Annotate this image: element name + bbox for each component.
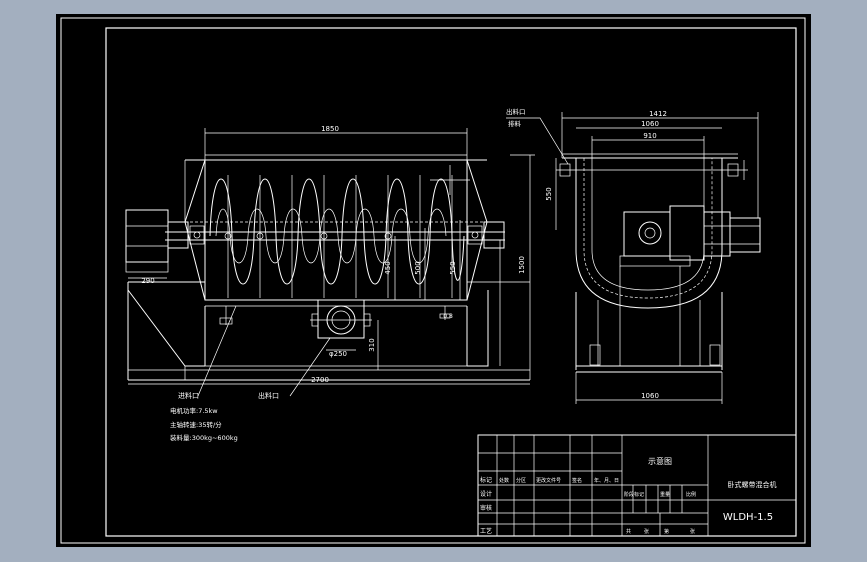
product-name: 卧式螺带混合机 [728,480,777,489]
inlet-label: 进料口 [178,391,199,400]
dim-2700: 2700 [311,376,329,384]
right-label-stage: 阶段标记 [624,491,644,498]
inner-border [105,27,797,537]
note-shaft-speed: 主轴转速:35转/分 [170,420,222,429]
dim-small: 0.8 [443,313,453,320]
note-load-capacity: 装料量:300kg~600kg [170,433,238,442]
callout-discharge: 排料 [508,119,522,128]
note-motor-power: 电机功率:7.5kw [170,406,218,415]
drawing-sheet [56,14,811,547]
mid-label-date: 年、月、日 [594,477,619,484]
mid-label-signature: 签名 [572,477,582,484]
outlet-label: 出料口 [258,391,279,400]
diagram-label: 示意图 [648,456,672,466]
front-view: 1850 290 2700 1500 450 500 550 310 φ250 … [125,125,535,442]
sheet-index-prefix: 第 [664,528,669,535]
title-block: 示意图 卧式螺带混合机 WLDH-1.5 标记 设计 审核 工艺 处数 分区 更… [477,434,797,537]
dim-1060-top: 1060 [641,120,659,128]
dim-1850: 1850 [321,125,339,133]
dim-450: 450 [384,261,392,274]
dim-500: 500 [414,261,422,274]
right-bearing [483,221,505,249]
sheet-total-suffix: 张 [644,528,649,535]
mid-label-change-doc: 更改文件号 [536,477,561,484]
dim-550-side: 550 [545,187,553,200]
right-label-scale: 比例 [686,491,696,498]
row-label-review: 审核 [480,504,492,512]
ribbon-agitator [209,178,465,285]
mid-label-zone: 分区 [516,477,526,484]
row-label-process: 工艺 [480,527,492,535]
right-label-weight: 重量 [660,491,670,498]
u-trough [575,158,723,309]
side-view: 1412 1060 910 550 1060 出料口 排料 [506,107,761,404]
dim-910: 910 [643,132,656,140]
dim-1500: 1500 [518,256,526,274]
outer-border [60,17,806,544]
dim-310: 310 [368,338,376,351]
callout-outlet: 出料口 [506,107,526,116]
dim-550: 550 [449,261,457,274]
sheet-total-prefix: 共 [626,528,631,535]
sheet-index-suffix: 张 [690,528,695,535]
row-label-design: 设计 [480,490,492,498]
dim-290: 290 [141,277,154,285]
mid-label-count: 处数 [499,477,509,484]
dim-pipe: φ250 [329,350,347,358]
dim-1060-bottom: 1060 [641,392,659,400]
model-number: WLDH-1.5 [723,512,773,523]
row-label-mark: 标记 [480,476,492,484]
dim-1412: 1412 [649,110,667,118]
